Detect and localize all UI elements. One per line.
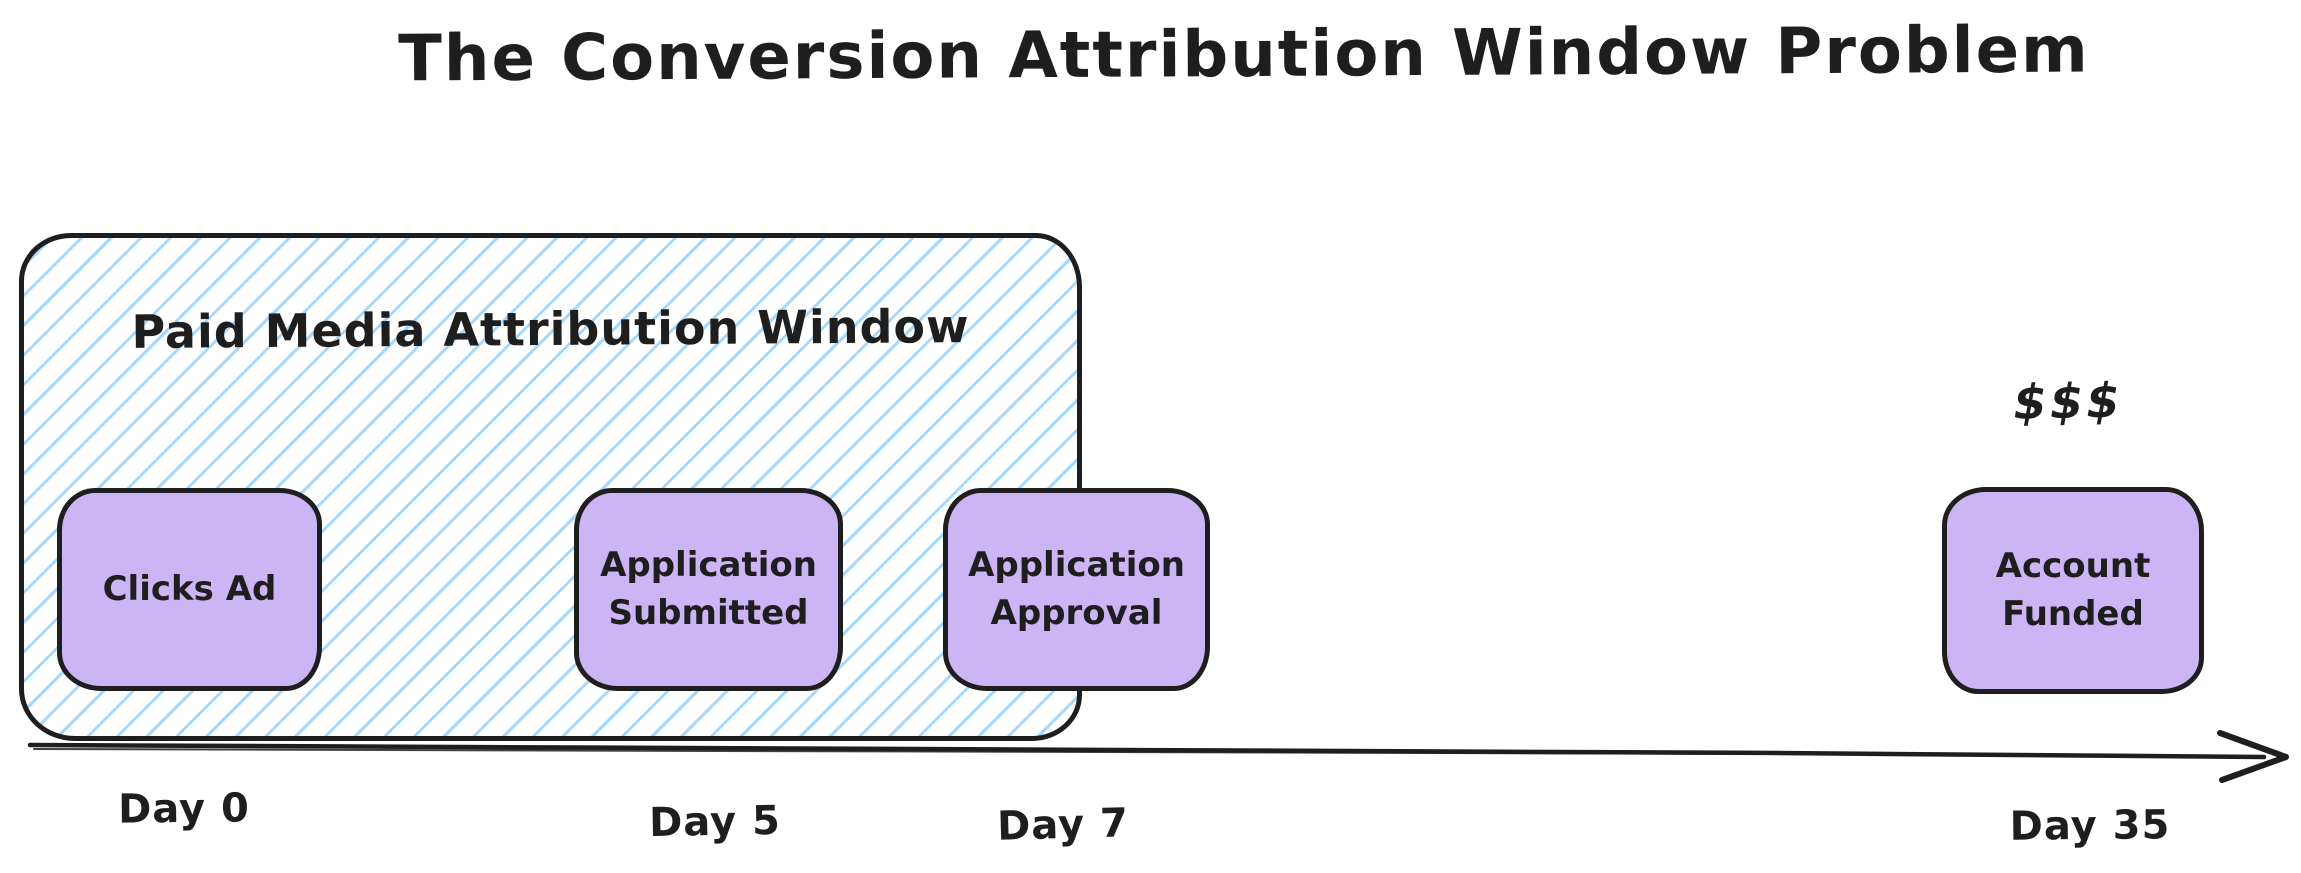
day-label-7: Day 7 xyxy=(996,800,1130,850)
day-label-0: Day 0 xyxy=(117,785,251,833)
event-box-account-funded: Account Funded xyxy=(1942,487,2204,694)
diagram-title: The Conversion Attribution Window Proble… xyxy=(398,13,2090,97)
event-box-application-submitted: Application Submitted xyxy=(574,488,843,691)
event-box-application-approval: Application Approval xyxy=(943,488,1210,691)
event-label-application-approval: Application Approval xyxy=(968,544,1185,633)
arrowhead-icon xyxy=(2217,730,2289,783)
timeline-arrow xyxy=(27,730,2289,783)
attribution-window-label: Paid Media Attribution Window xyxy=(131,299,970,359)
event-box-clicks-ad: Clicks Ad xyxy=(57,488,322,691)
day-label-5: Day 5 xyxy=(648,797,782,847)
day-label-35: Day 35 xyxy=(2009,802,2171,850)
event-label-application-submitted: Application Submitted xyxy=(600,544,817,633)
event-label-clicks-ad: Clicks Ad xyxy=(102,568,277,609)
money-annotation: $$$ xyxy=(2012,373,2124,431)
event-label-account-funded: Account Funded xyxy=(1995,545,2151,634)
